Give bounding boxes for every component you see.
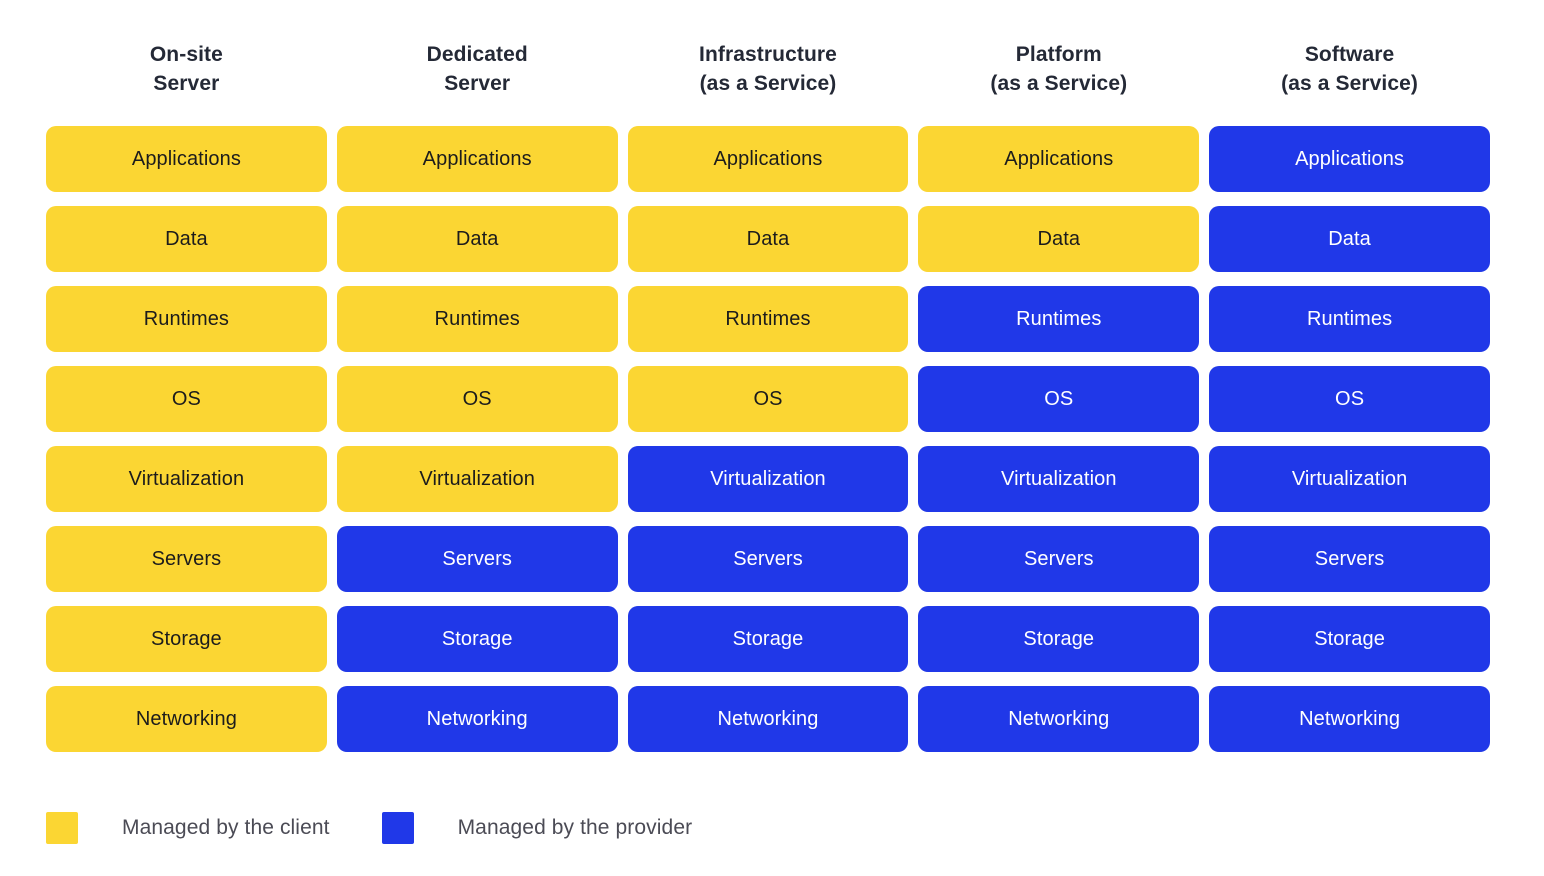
cell-platform-aas-networking: Networking — [918, 686, 1200, 752]
cell-infrastructure-aas-os: OS — [627, 366, 909, 432]
cell-infrastructure-aas-applications: Applications — [627, 126, 909, 192]
column-header-line2: Server — [153, 72, 220, 95]
column-header-line2: (as a Service) — [1281, 72, 1418, 95]
cell-dedicated-server-os: OS — [336, 366, 618, 432]
cell-software-aas-os: OS — [1209, 366, 1490, 432]
cell-platform-aas-data: Data — [918, 206, 1200, 272]
legend-label-client: Managed by the client — [122, 816, 330, 839]
cell-dedicated-server-data: Data — [336, 206, 618, 272]
cell-software-aas-runtimes: Runtimes — [1209, 286, 1490, 352]
cell-on-site-server-runtimes: Runtimes — [46, 286, 327, 352]
legend-swatch-provider — [381, 812, 414, 844]
legend-item-provider: Managed by the provider — [381, 812, 693, 844]
cell-on-site-server-servers: Servers — [46, 526, 327, 592]
cell-dedicated-server-applications: Applications — [336, 126, 618, 192]
cell-platform-aas-storage: Storage — [918, 606, 1200, 672]
column-header-line2: (as a Service) — [990, 72, 1128, 95]
column-header-line2: Server — [444, 72, 511, 95]
column-header-platform-aas: Platform (as a Service) — [918, 40, 1199, 98]
cell-dedicated-server-networking: Networking — [336, 686, 618, 752]
cell-on-site-server-os: OS — [46, 366, 327, 432]
cell-infrastructure-aas-storage: Storage — [627, 606, 909, 672]
cell-on-site-server-networking: Networking — [46, 686, 327, 752]
cell-infrastructure-aas-networking: Networking — [627, 686, 909, 752]
legend: Managed by the client Managed by the prov… — [46, 812, 692, 844]
cell-software-aas-applications: Applications — [1209, 126, 1490, 192]
column-header-line1: Infrastructure — [699, 43, 837, 66]
cell-software-aas-storage: Storage — [1209, 606, 1490, 672]
column-header-line1: Software — [1304, 43, 1395, 66]
cell-on-site-server-storage: Storage — [46, 606, 327, 672]
legend-item-client: Managed by the client — [46, 812, 330, 844]
cell-software-aas-servers: Servers — [1209, 526, 1490, 592]
cell-dedicated-server-storage: Storage — [336, 606, 618, 672]
cell-platform-aas-virtualization: Virtualization — [918, 446, 1200, 512]
column-header-infrastructure-aas: Infrastructure (as a Service) — [628, 40, 909, 98]
column-header-line2: (as a Service) — [699, 72, 837, 95]
cell-dedicated-server-runtimes: Runtimes — [336, 286, 618, 352]
cell-infrastructure-aas-servers: Servers — [627, 526, 909, 592]
cell-on-site-server-virtualization: Virtualization — [46, 446, 327, 512]
cell-software-aas-data: Data — [1209, 206, 1490, 272]
cell-on-site-server-applications: Applications — [46, 126, 327, 192]
cell-dedicated-server-servers: Servers — [336, 526, 618, 592]
cell-platform-aas-runtimes: Runtimes — [918, 286, 1200, 352]
cell-platform-aas-servers: Servers — [918, 526, 1200, 592]
column-header-line1: Platform — [1015, 43, 1102, 66]
cell-on-site-server-data: Data — [46, 206, 327, 272]
cell-platform-aas-os: OS — [918, 366, 1200, 432]
cell-infrastructure-aas-virtualization: Virtualization — [627, 446, 909, 512]
legend-swatch-client — [46, 812, 78, 844]
column-header-line1: On-site — [149, 43, 223, 66]
cell-infrastructure-aas-data: Data — [627, 206, 909, 272]
column-header-line1: Dedicated — [426, 43, 528, 66]
cell-software-aas-networking: Networking — [1209, 686, 1490, 752]
legend-label-provider: Managed by the provider — [457, 816, 693, 839]
cell-software-aas-virtualization: Virtualization — [1209, 446, 1490, 512]
cell-infrastructure-aas-runtimes: Runtimes — [627, 286, 909, 352]
cell-dedicated-server-virtualization: Virtualization — [336, 446, 618, 512]
cell-platform-aas-applications: Applications — [918, 126, 1200, 192]
column-header-software-aas: Software (as a Service) — [1209, 40, 1490, 98]
